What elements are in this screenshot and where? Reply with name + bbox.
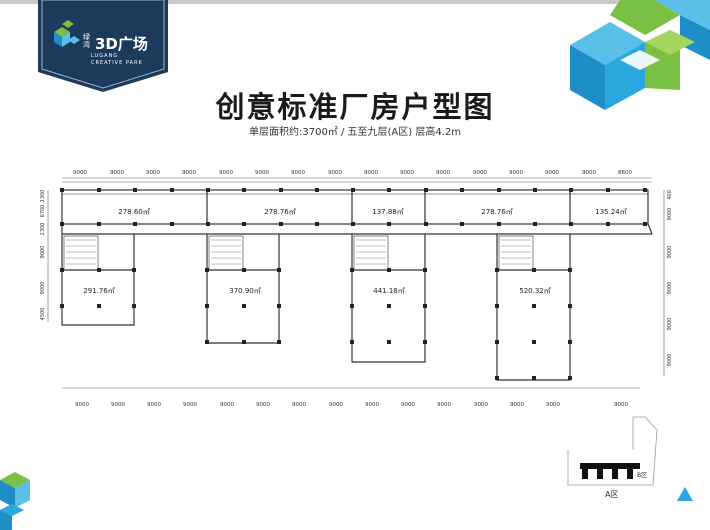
bottom-dim: 9000 <box>256 402 270 408</box>
unit-area-label: 370.90㎡ <box>229 287 261 295</box>
unit-area-label: 278.76㎡ <box>264 208 296 216</box>
bottom-dim: 9000 <box>437 402 451 408</box>
unit-area-label: 278.60㎡ <box>118 208 150 216</box>
bottom-dim: 9000 <box>365 402 379 408</box>
keyplan-a-label: A区 <box>605 490 618 499</box>
keyplan-b-label: B区 <box>637 472 647 479</box>
bottom-dim: 9000 <box>510 402 524 408</box>
right-dim: 9000 <box>667 354 673 367</box>
bottom-dim: 9000 <box>474 402 488 408</box>
bottom-dim: 9000 <box>292 402 306 408</box>
bottom-dim: 9000 <box>183 402 197 408</box>
triangle-icon <box>677 487 693 501</box>
bottom-dim: 9000 <box>329 402 343 408</box>
left-dim: 9000 <box>40 246 46 259</box>
top-dim: 9000 <box>436 170 450 176</box>
unit-area-label: 135.24㎡ <box>595 208 627 216</box>
right-dim: 9000 <box>667 318 673 331</box>
left-dim: 6700 <box>40 205 46 218</box>
top-dim: 9000 <box>328 170 342 176</box>
left-dim: 4500 <box>40 308 46 321</box>
top-dim: 9000 <box>182 170 196 176</box>
right-dim: 400 <box>667 190 673 200</box>
decorative-corner-icon <box>0 472 30 530</box>
bottom-dim: 9000 <box>614 402 628 408</box>
logo-main-text: 3D广场 <box>95 35 148 53</box>
left-dim: 1300 <box>40 190 46 203</box>
left-dim: 9000 <box>40 282 46 295</box>
logo-cube-icon <box>54 20 80 47</box>
page-subtitle: 单层面积约:3700㎡ / 五至九层(A区) 层高4.2m <box>248 127 461 138</box>
top-dim: 9000 <box>582 170 596 176</box>
top-dim: 9000 <box>545 170 559 176</box>
bottom-dim: 9000 <box>111 402 125 408</box>
bottom-dim: 9000 <box>147 402 161 408</box>
right-dim: 9000 <box>667 246 673 259</box>
top-dim: 9000 <box>400 170 414 176</box>
right-dim: 9000 <box>667 208 673 221</box>
decorative-cubes-icon <box>570 0 710 110</box>
logo-cn-text: 绿湾 <box>83 33 90 49</box>
unit-area-label: 441.18㎡ <box>373 287 405 295</box>
unit-area-label: 278.76㎡ <box>481 208 513 216</box>
top-dim: 9000 <box>219 170 233 176</box>
top-strip <box>0 0 710 4</box>
bottom-dim: 9000 <box>546 402 560 408</box>
key-plan: B区 A区 <box>567 416 658 499</box>
top-dim: 8600 <box>618 170 632 176</box>
top-dim: 9000 <box>473 170 487 176</box>
logo-en-line1: LUGANG <box>91 53 119 59</box>
right-dim: 9000 <box>667 282 673 295</box>
unit-area-label: 137.88㎡ <box>372 208 404 216</box>
top-dim: 9000 <box>73 170 87 176</box>
left-dim: 2300 <box>40 223 46 236</box>
top-dim: 9000 <box>110 170 124 176</box>
bottom-dim: 9000 <box>401 402 415 408</box>
top-dim: 9000 <box>255 170 269 176</box>
top-dim: 9000 <box>146 170 160 176</box>
unit-area-label: 291.76㎡ <box>83 287 115 295</box>
bottom-dim: 9000 <box>220 402 234 408</box>
top-dim: 9000 <box>364 170 378 176</box>
top-dim: 9000 <box>291 170 305 176</box>
logo-banner <box>38 0 168 92</box>
unit-area-label: 520.32㎡ <box>519 287 551 295</box>
page-title: 创意标准厂房户型图 <box>215 90 495 124</box>
logo-en-line2: CREATIVE PARK <box>91 60 143 66</box>
bottom-dim: 9000 <box>75 402 89 408</box>
top-dim: 9000 <box>509 170 523 176</box>
